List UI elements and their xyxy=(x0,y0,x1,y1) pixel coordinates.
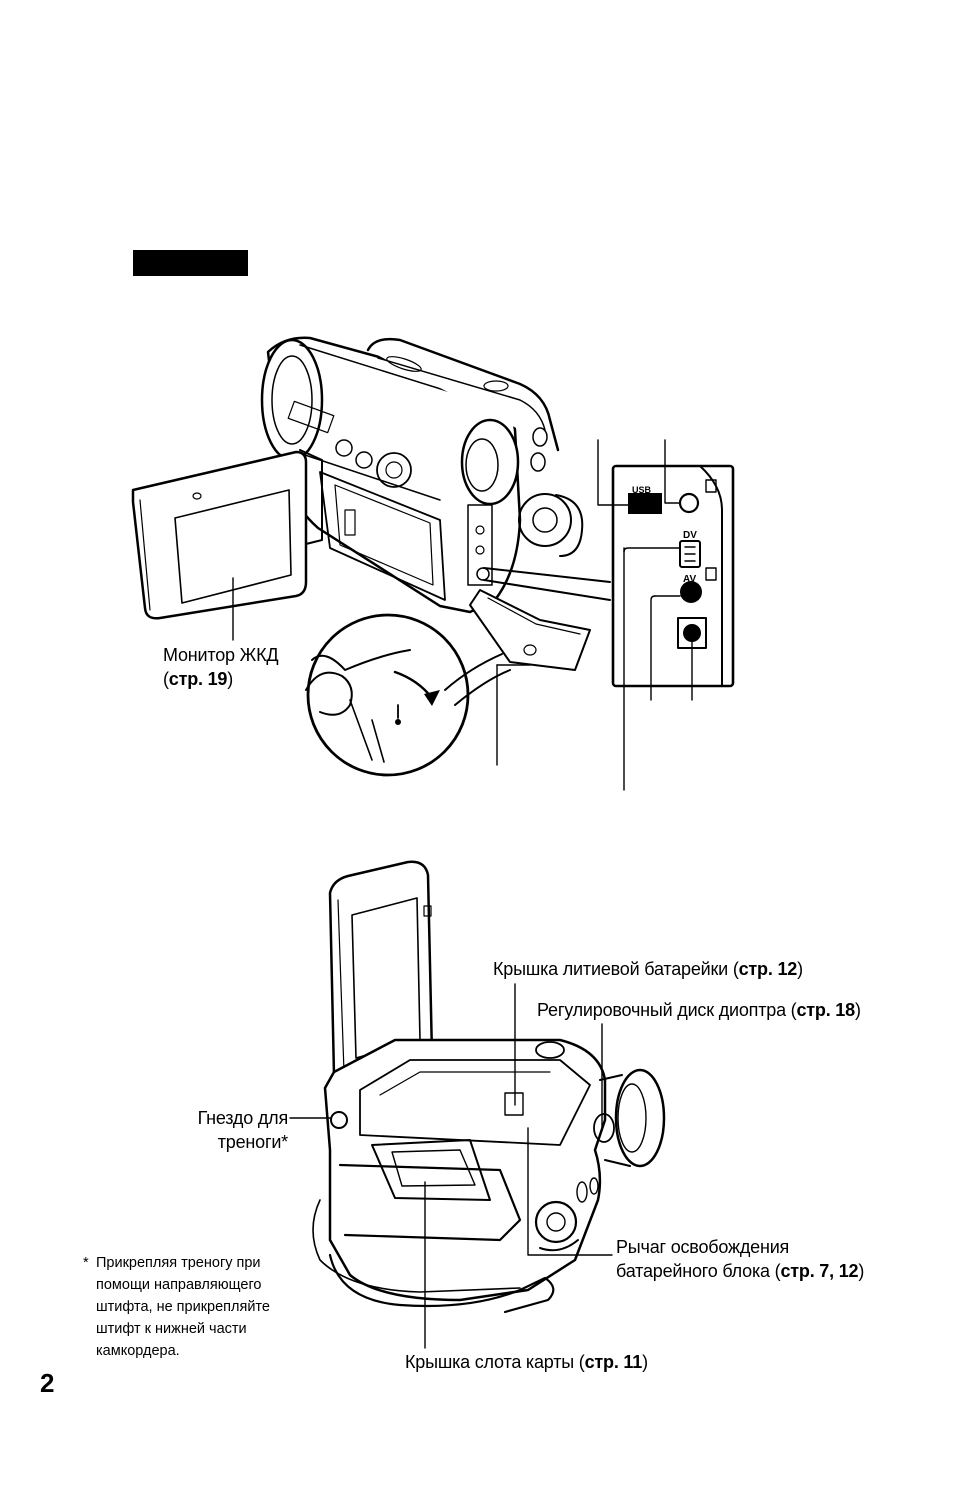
label-diopter-dial: Регулировочный диск диоптра (стр. 18) xyxy=(537,1000,861,1020)
label-lcd-monitor: Монитор ЖКД (стр. 19) xyxy=(163,645,279,689)
dv-jack-label: DV xyxy=(683,530,697,541)
footnote-line: штифт к нижней части xyxy=(96,1321,247,1337)
footnote-line: Прикрепляя треногу при xyxy=(96,1255,261,1271)
footnote: * Прикрепляя треногу при помощи направля… xyxy=(83,1252,301,1362)
detail-magnifier xyxy=(305,613,511,777)
page-number: 2 xyxy=(40,1368,55,1398)
usb-jack-label: USB xyxy=(632,485,652,495)
label-battery-release-lever: Рычаг освобождения батарейного блока (ст… xyxy=(616,1237,865,1281)
footnote-line: помощи направляющего xyxy=(96,1277,262,1293)
footnote-marker: * xyxy=(83,1255,89,1271)
footnote-line: камкордера. xyxy=(96,1343,180,1359)
jack-panel xyxy=(611,464,735,688)
camcorder-side-view xyxy=(260,336,591,671)
label-lithium-battery-cover: Крышка литиевой батарейки (стр. 12) xyxy=(493,959,803,979)
section-tab xyxy=(133,250,248,276)
label-tripod-socket: Гнездо для треноги* xyxy=(197,1108,289,1152)
lcd-monitor-panel xyxy=(131,450,308,620)
footnote-line: штифта, не прикрепляйте xyxy=(96,1299,270,1315)
camcorder-bottom-view xyxy=(312,860,666,1314)
av-jack-label: AV xyxy=(683,574,696,585)
label-card-slot-cover: Крышка слота карты (стр. 11) xyxy=(405,1352,648,1372)
